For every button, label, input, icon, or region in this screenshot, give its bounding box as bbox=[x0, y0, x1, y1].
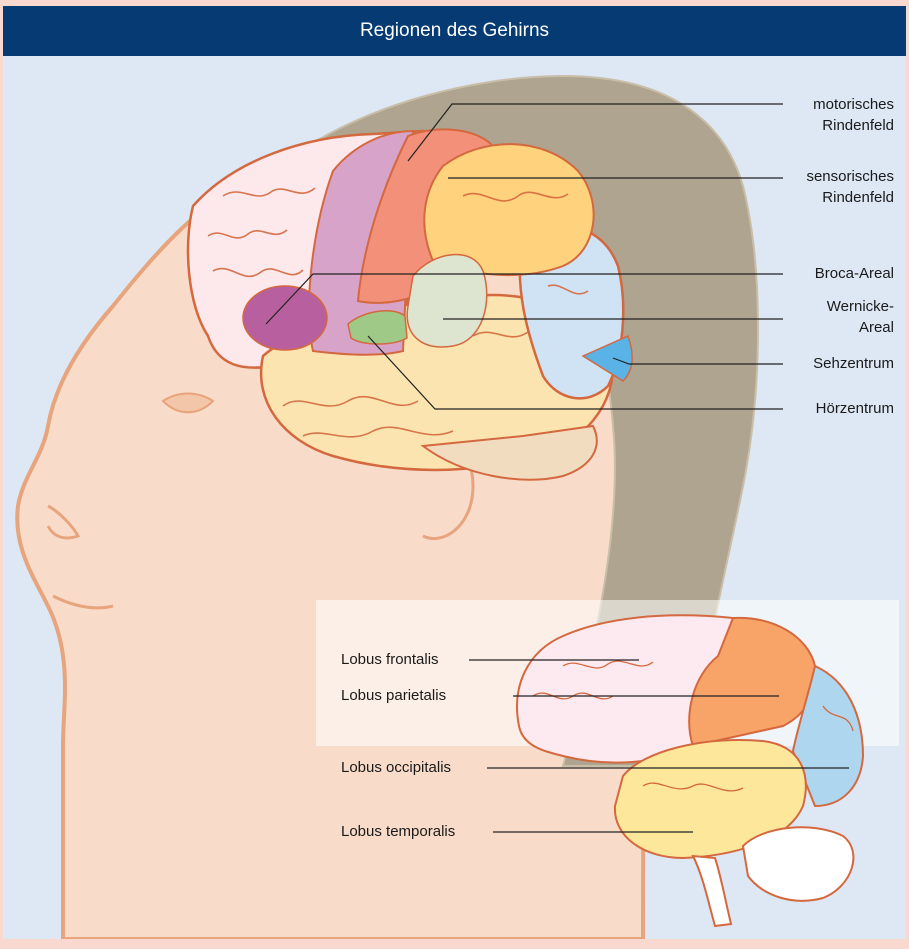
small-cerebellum bbox=[743, 827, 853, 900]
label-sensory-line2: Rindenfeld bbox=[806, 187, 894, 208]
label-auditory: Hörzentrum bbox=[816, 398, 894, 419]
label-lobus-parietalis: Lobus parietalis bbox=[341, 685, 446, 706]
title-bar: Regionen des Gehirns bbox=[3, 6, 906, 56]
page-title: Regionen des Gehirns bbox=[360, 20, 549, 42]
label-motor-line2: Rindenfeld bbox=[813, 115, 894, 136]
brain-illustration bbox=[3, 6, 906, 939]
label-wernicke: Wernicke- Areal bbox=[827, 296, 894, 338]
label-lobus-frontalis: Lobus frontalis bbox=[341, 649, 439, 670]
label-visual: Sehzentrum bbox=[813, 353, 894, 374]
broca-area bbox=[243, 286, 327, 350]
label-motor: motorisches Rindenfeld bbox=[813, 94, 894, 136]
label-sensory-line1: sensorisches bbox=[806, 166, 894, 187]
label-sensory: sensorisches Rindenfeld bbox=[806, 166, 894, 208]
label-broca: Broca-Areal bbox=[815, 263, 894, 284]
label-motor-line1: motorisches bbox=[813, 94, 894, 115]
label-lobus-temporalis: Lobus temporalis bbox=[341, 821, 455, 842]
label-lobus-occipitalis: Lobus occipitalis bbox=[341, 757, 451, 778]
small-brainstem bbox=[693, 856, 731, 926]
label-wernicke-line2: Areal bbox=[827, 317, 894, 338]
diagram-panel: Regionen des Gehirns motorisches Rindenf… bbox=[3, 6, 906, 939]
label-wernicke-line1: Wernicke- bbox=[827, 296, 894, 317]
